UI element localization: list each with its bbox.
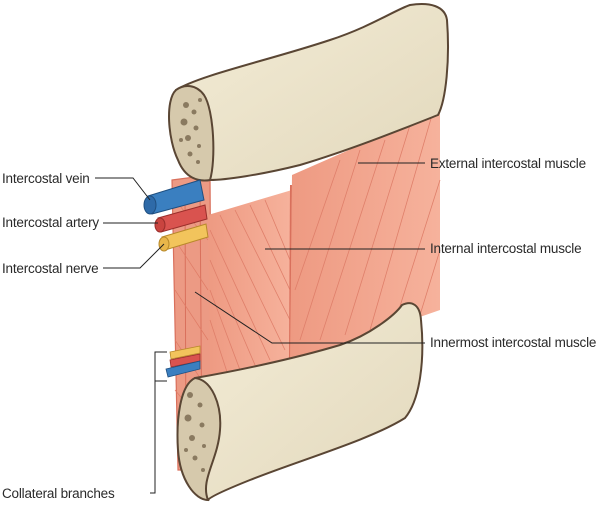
lower-rib [176,302,424,502]
label-collateral-branches: Collateral branches [2,486,115,501]
upper-rib [168,3,449,182]
external-intercostal-muscle [290,110,441,362]
intercostal-artery [154,204,208,233]
leader-line-innermost [194,291,425,344]
leader-line-vein [95,177,151,201]
label-intercostal-artery: Intercostal artery [2,215,99,230]
collateral-branches [165,345,201,378]
intercostal-vein [143,179,205,215]
leader-line-nerve [103,243,165,269]
lower-rib-marrow [184,392,206,472]
label-intercostal-nerve: Intercostal nerve [2,261,99,276]
label-intercostal-vein: Intercostal vein [2,171,90,186]
label-internal-intercostal-muscle: Internal intercostal muscle [430,241,582,256]
upper-rib-marrow [179,98,202,164]
label-external-intercostal-muscle: External intercostal muscle [430,156,586,171]
label-innermost-intercostal-muscle: Innermost intercostal muscle [430,335,597,350]
internal-intercostal-muscle [208,184,292,385]
leader-line-collateral [150,351,167,494]
